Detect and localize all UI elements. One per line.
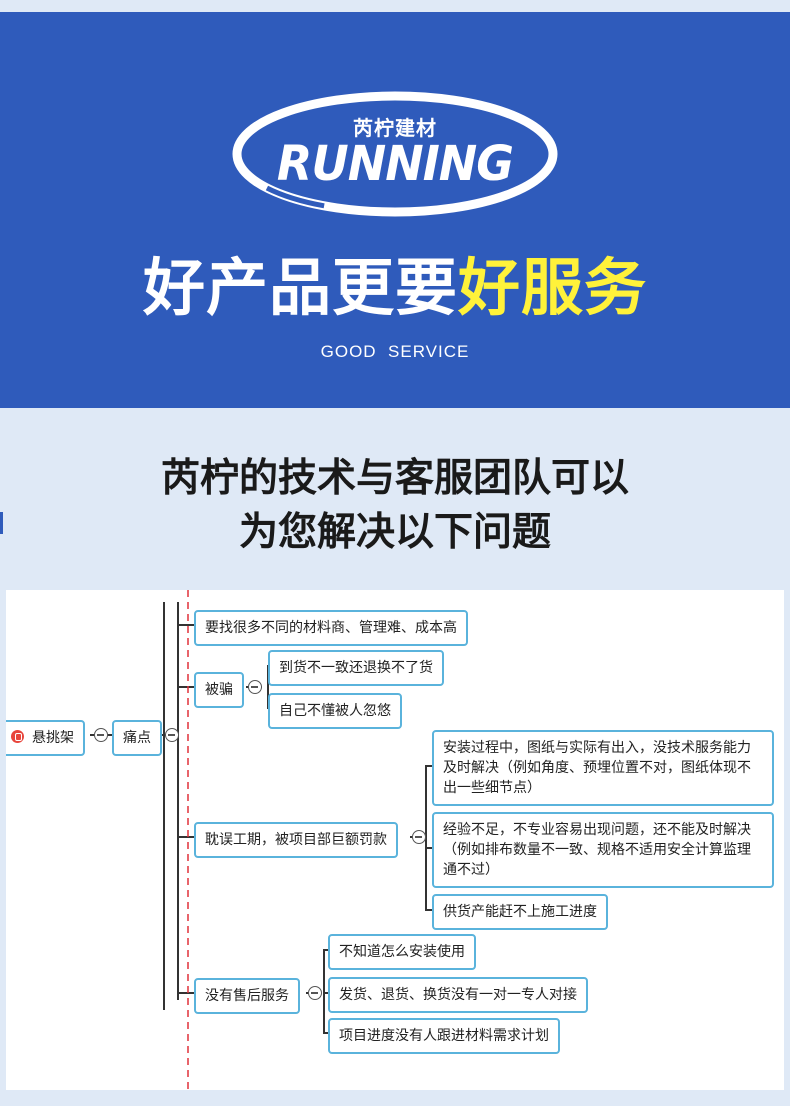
logo-chinese-name: 芮柠建材 bbox=[353, 116, 437, 140]
branch-node: 被骗 bbox=[194, 672, 244, 708]
branch-node: 没有售后服务 bbox=[194, 978, 300, 1014]
leaf-node: 发货、退货、换货没有一对一专人对接 bbox=[328, 977, 588, 1013]
mindmap-root-node: 悬挑架 bbox=[6, 720, 85, 756]
collapse-toggle-icon[interactable] bbox=[412, 830, 426, 844]
brand-logo: 芮柠建材 RUNNING bbox=[232, 90, 558, 218]
bottom-strip bbox=[0, 1090, 790, 1106]
leaf-node: 经验不足，不专业容易出现问题，还不能及时解决（例如排布数量不一致、规格不适用安全… bbox=[432, 812, 774, 888]
level1-node: 痛点 bbox=[112, 720, 162, 756]
leaf-node: 供货产能赶不上施工进度 bbox=[432, 894, 608, 930]
leaf-node: 到货不一致还退换不了货 bbox=[268, 650, 444, 686]
top-strip bbox=[0, 0, 790, 12]
branch-node: 耽误工期，被项目部巨额罚款 bbox=[194, 822, 398, 858]
logo-english-name: RUNNING bbox=[276, 134, 514, 192]
pain-points-mindmap: 悬挑架 痛点 要找很多不同的材料商、管理难、成本高 被骗 到货不一致还退换不了货… bbox=[6, 590, 784, 1090]
collapse-toggle-icon[interactable] bbox=[94, 728, 108, 742]
section-title: 芮柠的技术与客服团队可以 为您解决以下问题 bbox=[0, 452, 790, 560]
collapse-toggle-icon[interactable] bbox=[248, 680, 262, 694]
level1-label: 痛点 bbox=[123, 730, 151, 746]
banner-subhead: GOOD SERVICE bbox=[320, 342, 470, 361]
root-topic-icon bbox=[11, 730, 24, 743]
collapse-toggle-icon[interactable] bbox=[165, 728, 179, 742]
headline-white-part: 好产品更要 bbox=[142, 251, 458, 324]
banner-headline: 好产品更要好服务 bbox=[0, 248, 790, 328]
collapse-toggle-icon[interactable] bbox=[308, 986, 322, 1000]
leaf-node: 自己不懂被人忽悠 bbox=[268, 693, 402, 729]
leaf-node: 项目进度没有人跟进材料需求计划 bbox=[328, 1018, 560, 1054]
leaf-node: 不知道怎么安装使用 bbox=[328, 934, 476, 970]
section-title-line2: 为您解决以下问题 bbox=[238, 510, 551, 555]
root-label: 悬挑架 bbox=[32, 730, 74, 746]
section-title-line1: 芮柠的技术与客服团队可以 bbox=[160, 456, 629, 501]
service-banner: 芮柠建材 RUNNING 好产品更要好服务 GOOD SERVICE bbox=[0, 12, 790, 408]
logo-ellipse-icon bbox=[232, 91, 558, 217]
branch-node: 要找很多不同的材料商、管理难、成本高 bbox=[194, 610, 468, 646]
left-edge-mark bbox=[0, 512, 3, 534]
leaf-node: 安装过程中，图纸与实际有出入，没技术服务能力及时解决（例如角度、预埋位置不对，图… bbox=[432, 730, 774, 806]
headline-yellow-part: 好服务 bbox=[458, 251, 648, 324]
